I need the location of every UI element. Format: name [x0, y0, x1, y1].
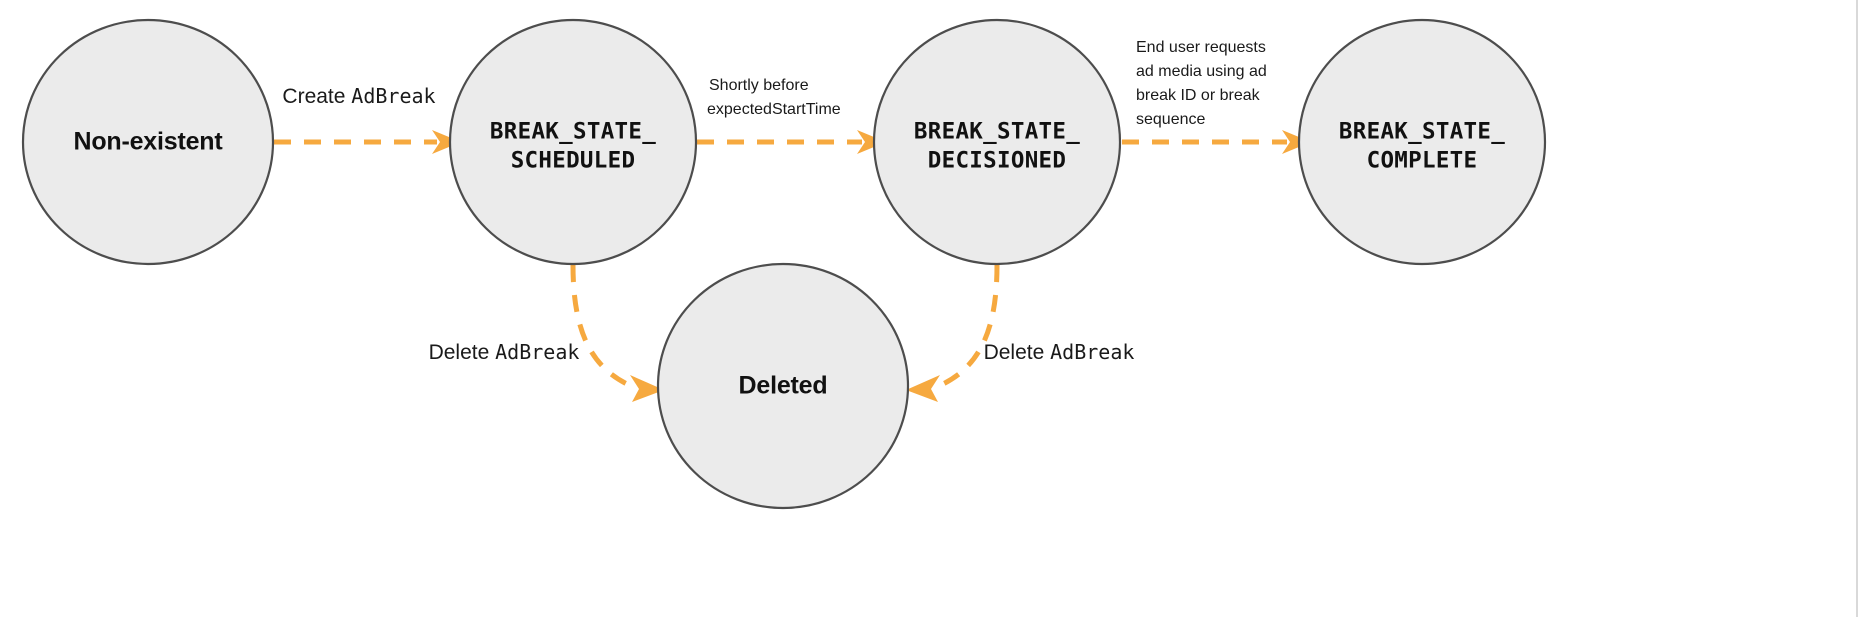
- node-break-state-scheduled-label-line2: SCHEDULED: [511, 148, 636, 174]
- node-break-state-complete-shape: [1297, 18, 1547, 266]
- edge-label-end-user-requests-line2: ad media using ad: [1136, 63, 1267, 80]
- node-break-state-scheduled[interactable]: BREAK_STATE_ SCHEDULED: [448, 18, 698, 266]
- edge-delete-adbreak-from-scheduled[interactable]: [570, 264, 664, 402]
- edge-delete-from-decisioned-line: [933, 264, 1000, 391]
- edge-label-end-user-requests-line3: break ID or break: [1136, 87, 1261, 104]
- edge-label-delete-adbreak-from-decisioned: Delete AdBreak: [984, 340, 1135, 364]
- node-deleted-label: Deleted: [739, 372, 828, 400]
- edge-label-delete-adbreak-from-scheduled: Delete AdBreak: [429, 340, 580, 364]
- node-break-state-decisioned-shape: [872, 18, 1122, 266]
- node-break-state-complete[interactable]: BREAK_STATE_ COMPLETE: [1297, 18, 1547, 266]
- edge-label-shortly-before-line1: Shortly before: [709, 77, 809, 94]
- edge-label-expected-start-time-line2: expectedStartTime: [707, 101, 841, 118]
- arrowhead-icon: [1282, 130, 1311, 154]
- node-break-state-complete-label-line1: BREAK_STATE_: [1339, 119, 1505, 145]
- arrowhead-icon: [432, 130, 461, 154]
- arrowhead-icon: [857, 130, 886, 154]
- node-non-existent-shape: [21, 18, 275, 266]
- edge-label-delete-right-part-1: AdBreak: [1050, 340, 1134, 364]
- node-break-state-decisioned-label-line2: DECISIONED: [928, 148, 1066, 174]
- node-break-state-decisioned-label-line1: BREAK_STATE_: [914, 119, 1080, 145]
- edge-end-user-requests-ad-media[interactable]: [1122, 130, 1311, 154]
- node-break-state-decisioned[interactable]: BREAK_STATE_ DECISIONED: [872, 18, 1122, 266]
- node-non-existent[interactable]: Non-existent: [21, 18, 275, 266]
- edge-label-create-adbreak-part-1: AdBreak: [351, 84, 435, 108]
- edge-label-create-adbreak-part-0: Create: [282, 85, 351, 108]
- edge-label-end-user-requests-line4: sequence: [1136, 111, 1205, 128]
- node-break-state-scheduled-shape: [448, 18, 698, 266]
- edge-shortly-before-expected-start-time[interactable]: [697, 130, 886, 154]
- edge-delete-adbreak-from-decisioned[interactable]: [906, 264, 1000, 402]
- edge-label-delete-left-part-1: AdBreak: [495, 340, 579, 364]
- edge-label-delete-right-part-0: Delete: [984, 341, 1051, 364]
- edge-label-delete-left-part-0: Delete: [429, 341, 496, 364]
- edge-delete-from-scheduled-line: [570, 264, 637, 391]
- node-break-state-scheduled-label-line1: BREAK_STATE_: [490, 119, 656, 145]
- edge-create-adbreak[interactable]: [274, 130, 461, 154]
- node-break-state-complete-label-line2: COMPLETE: [1367, 148, 1478, 174]
- arrowhead-icon: [906, 375, 940, 402]
- node-deleted-shape: [656, 262, 910, 510]
- node-non-existent-label: Non-existent: [73, 128, 223, 156]
- edge-label-create-adbreak: Create AdBreak: [282, 84, 435, 108]
- node-deleted[interactable]: Deleted: [656, 262, 910, 510]
- edge-label-end-user-requests-line1: End user requests: [1136, 39, 1266, 56]
- arrowhead-icon: [630, 375, 664, 402]
